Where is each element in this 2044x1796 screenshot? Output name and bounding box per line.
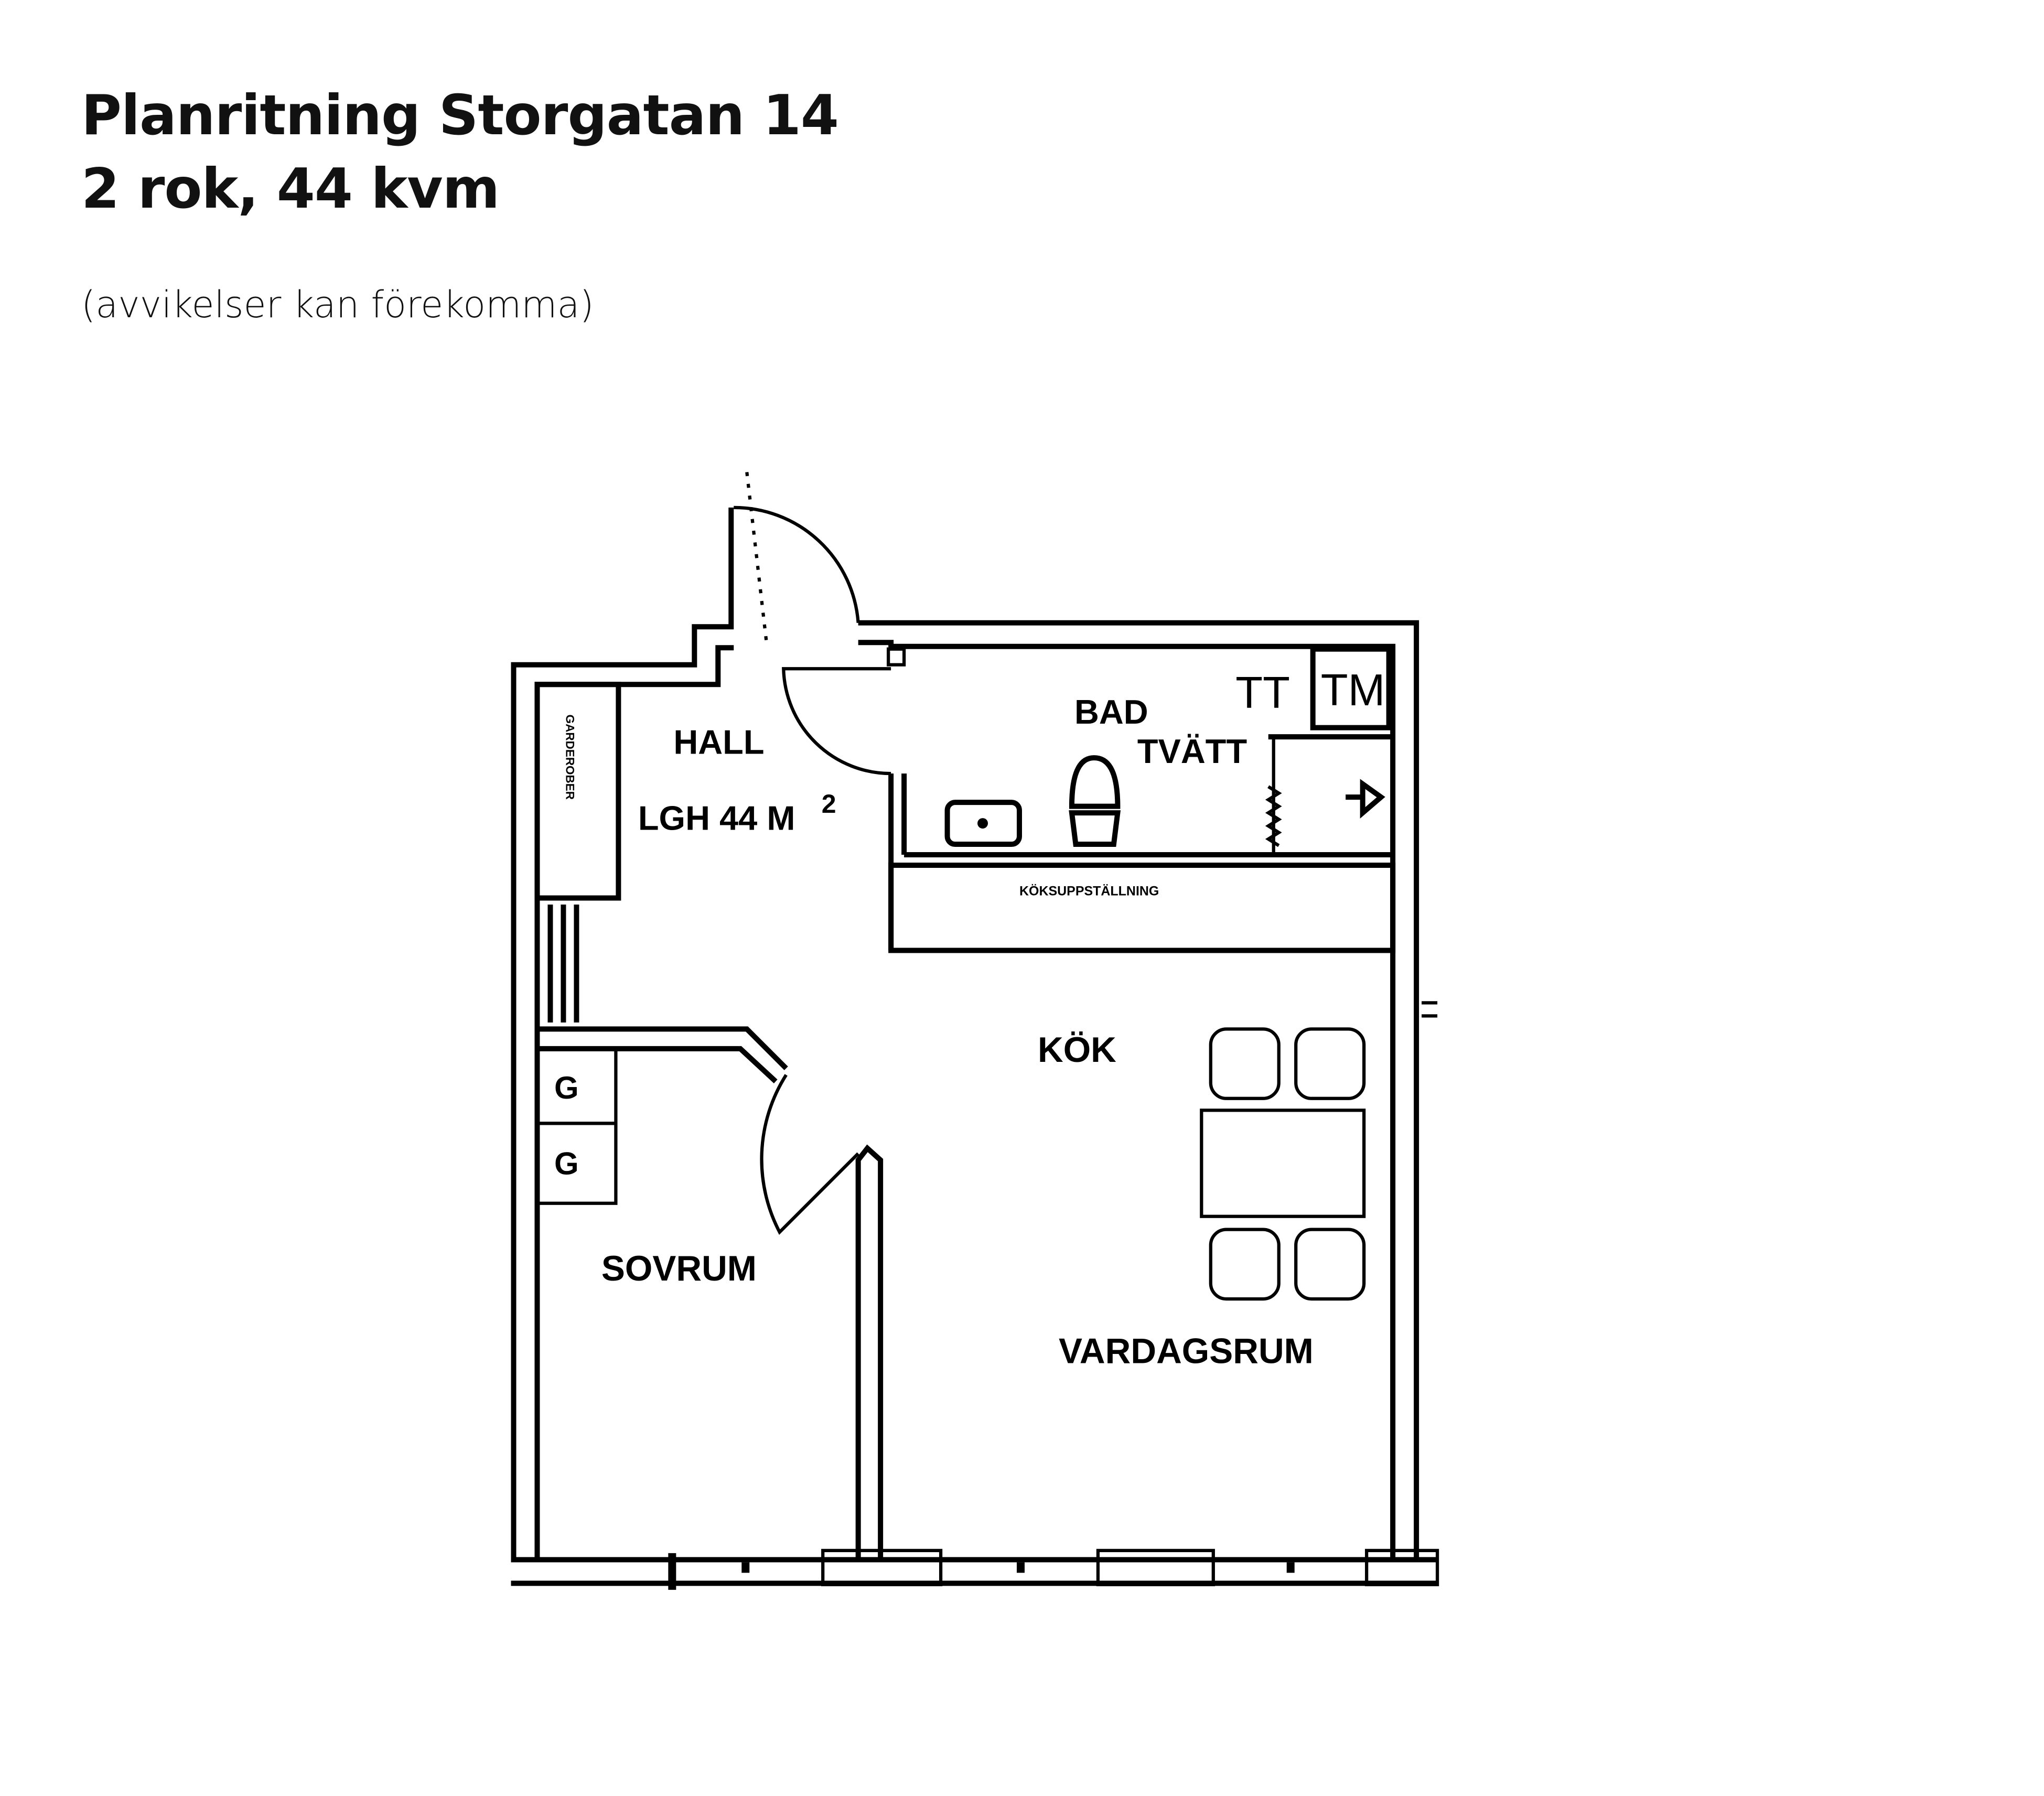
area-superscript: 2 bbox=[822, 789, 836, 819]
doors bbox=[734, 472, 891, 1235]
page-title: Planritning Storgatan 14 2 rok, 44 kvm bbox=[81, 79, 839, 225]
apartment-area-label: LGH 44 M bbox=[638, 799, 795, 837]
kitchen-counter bbox=[888, 863, 1396, 953]
windows bbox=[668, 1548, 1439, 1590]
room-label-hall: HALL bbox=[673, 723, 764, 761]
closet-g-2-label: G bbox=[554, 1146, 579, 1181]
room-label-tvatt: TVÄTT bbox=[1137, 732, 1247, 770]
room-label-kok: KÖK bbox=[1038, 1030, 1116, 1070]
sink-icon bbox=[944, 800, 1022, 847]
wardrobe bbox=[534, 682, 621, 901]
room-label-sovrum: SOVRUM bbox=[601, 1249, 757, 1288]
room-label-vardagsrum: VARDAGSRUM bbox=[1059, 1332, 1314, 1371]
dining-set bbox=[1200, 1027, 1366, 1301]
washing-machine bbox=[1310, 646, 1392, 730]
toilet-icon bbox=[1069, 755, 1121, 847]
title-line: Planritning Storgatan 14 bbox=[81, 83, 839, 147]
disclaimer-note: (avvikelser kan förekomma) bbox=[81, 283, 594, 326]
wardrobe-label: GARDEROBER bbox=[563, 715, 576, 800]
shelves bbox=[547, 904, 579, 1023]
closet-g-1-label: G bbox=[554, 1070, 579, 1105]
subtitle-line: 2 rok, 44 kvm bbox=[81, 157, 500, 221]
dryer-label: TT bbox=[1235, 668, 1290, 718]
walls bbox=[511, 507, 1438, 1586]
radiator-icon bbox=[1265, 785, 1282, 847]
arrow-icon bbox=[1346, 779, 1385, 819]
kitchen-counter-label: KÖKSUPPSTÄLLNING bbox=[1019, 884, 1159, 899]
closet-g-2 bbox=[535, 1122, 618, 1205]
washing-machine-label: TM bbox=[1321, 665, 1385, 715]
room-label-bad: BAD bbox=[1074, 693, 1148, 731]
